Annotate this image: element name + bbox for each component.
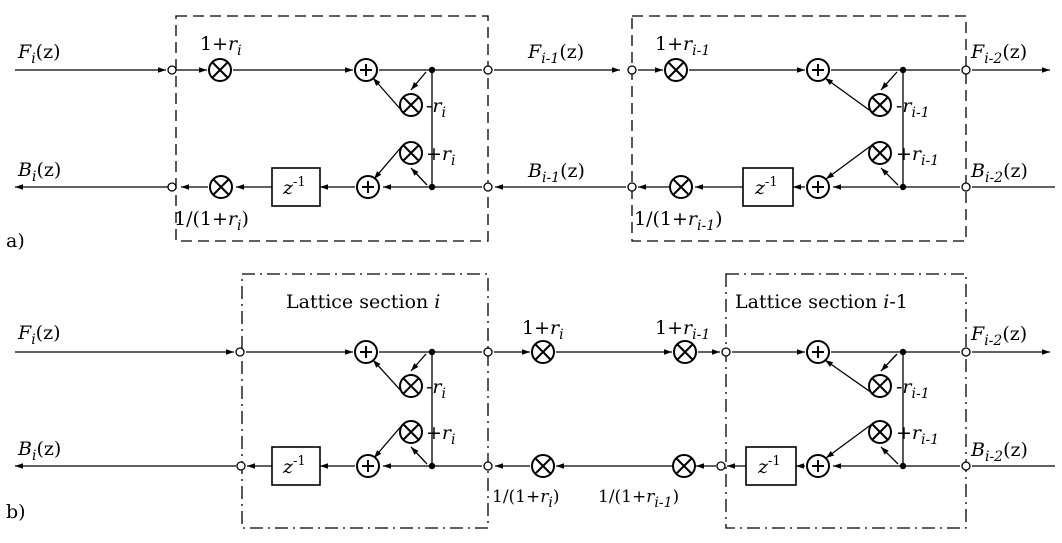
- signal-label: Fi-2(z): [970, 41, 1027, 67]
- adder-icon: [354, 58, 378, 82]
- port: [167, 182, 177, 192]
- port: [716, 461, 726, 471]
- port: [961, 182, 971, 192]
- coefficient-multiplier-icon: [399, 93, 423, 117]
- panel-a: a): [6, 15, 1055, 252]
- branch-node: [899, 348, 907, 356]
- delay-block: [745, 446, 797, 486]
- signal-label: Fi-1(z): [527, 41, 584, 67]
- panel-a-label: a): [6, 230, 25, 252]
- adder-icon: [806, 58, 830, 82]
- adder-icon: [806, 340, 830, 364]
- port: [483, 182, 493, 192]
- coefficient-multiplier-icon: [399, 374, 423, 398]
- coefficient-label: +ri: [426, 422, 456, 448]
- multiplier-icon: [669, 175, 693, 199]
- adder-icon: [806, 175, 830, 199]
- multiplier-icon: [208, 58, 232, 82]
- coefficient-label: -ri-1: [896, 376, 930, 402]
- gain-label: 1/(1+ri-1): [634, 208, 723, 234]
- multiplier-icon: [673, 340, 697, 364]
- section-title: Lattice section i-1: [735, 291, 908, 313]
- delay-label: z-1: [282, 454, 306, 478]
- panel-b: b) Lattice section i Lattice section i-1: [6, 273, 1055, 529]
- gain-label: 1+ri-1: [655, 33, 710, 59]
- port: [961, 347, 971, 357]
- adder-icon: [354, 340, 378, 364]
- coefficient-multiplier-icon: [399, 420, 423, 444]
- port: [235, 347, 245, 357]
- port: [483, 65, 493, 75]
- panel-a-section-2-frame: [631, 15, 967, 242]
- signal-label: Fi(z): [17, 41, 61, 67]
- port: [627, 65, 637, 75]
- gain-label: 1/(1+ri): [174, 208, 249, 234]
- gain-label: 1/(1+ri-1): [598, 487, 679, 511]
- coefficient-label: +ri: [426, 143, 456, 169]
- coefficient-multiplier-icon: [868, 374, 892, 398]
- coefficient-multiplier-icon: [868, 141, 892, 165]
- panel-b-section-2-frame: [725, 273, 967, 529]
- coefficient-label: +ri-1: [896, 143, 939, 169]
- coefficient-multiplier-icon: [868, 93, 892, 117]
- panel-b-label: b): [6, 501, 26, 523]
- delay-block: [742, 167, 794, 207]
- port: [167, 65, 177, 75]
- coefficient-label: -ri-1: [896, 95, 930, 121]
- section-title: Lattice section i: [286, 291, 440, 313]
- port: [961, 65, 971, 75]
- branch-node: [899, 66, 907, 74]
- multiplier-icon: [664, 58, 688, 82]
- gain-label: 1+ri: [522, 317, 564, 343]
- multiplier-icon: [531, 340, 555, 364]
- adder-icon: [806, 454, 830, 478]
- multiplier-icon: [672, 454, 696, 478]
- gain-label: 1+ri: [200, 33, 242, 59]
- gain-label: 1+ri-1: [655, 317, 710, 343]
- coefficient-label: -ri: [426, 376, 446, 402]
- branch-node: [428, 66, 436, 74]
- signal-label: Bi(z): [17, 438, 61, 464]
- delay-label: z-1: [754, 175, 778, 199]
- signal-label: Bi-2(z): [970, 160, 1028, 186]
- port: [961, 461, 971, 471]
- port: [721, 347, 731, 357]
- delay-block: [271, 167, 321, 207]
- coefficient-multiplier-icon: [399, 141, 423, 165]
- gain-label: 1/(1+ri): [492, 487, 560, 511]
- port: [483, 461, 493, 471]
- port: [627, 182, 637, 192]
- adder-icon: [356, 175, 380, 199]
- branch-node: [428, 462, 436, 470]
- coefficient-label: -ri: [426, 95, 446, 121]
- branch-node: [428, 348, 436, 356]
- port: [236, 461, 246, 471]
- branch-node: [899, 183, 907, 191]
- delay-label: z-1: [282, 175, 306, 199]
- branch-node: [899, 462, 907, 470]
- signal-label: Bi-2(z): [970, 439, 1028, 465]
- adder-icon: [356, 454, 380, 478]
- signal-label: Bi-1(z): [527, 160, 585, 186]
- delay-label: z-1: [757, 454, 781, 478]
- multiplier-icon: [209, 175, 233, 199]
- coefficient-multiplier-icon: [868, 420, 892, 444]
- port: [483, 347, 493, 357]
- signal-label: Fi(z): [17, 322, 61, 348]
- signal-label: Bi(z): [17, 159, 61, 185]
- multiplier-icon: [531, 454, 555, 478]
- signal-label: Fi-2(z): [970, 323, 1027, 349]
- delay-block: [271, 446, 321, 486]
- panel-a-section-1-frame: [175, 15, 489, 242]
- coefficient-label: +ri-1: [896, 422, 939, 448]
- branch-node: [428, 183, 436, 191]
